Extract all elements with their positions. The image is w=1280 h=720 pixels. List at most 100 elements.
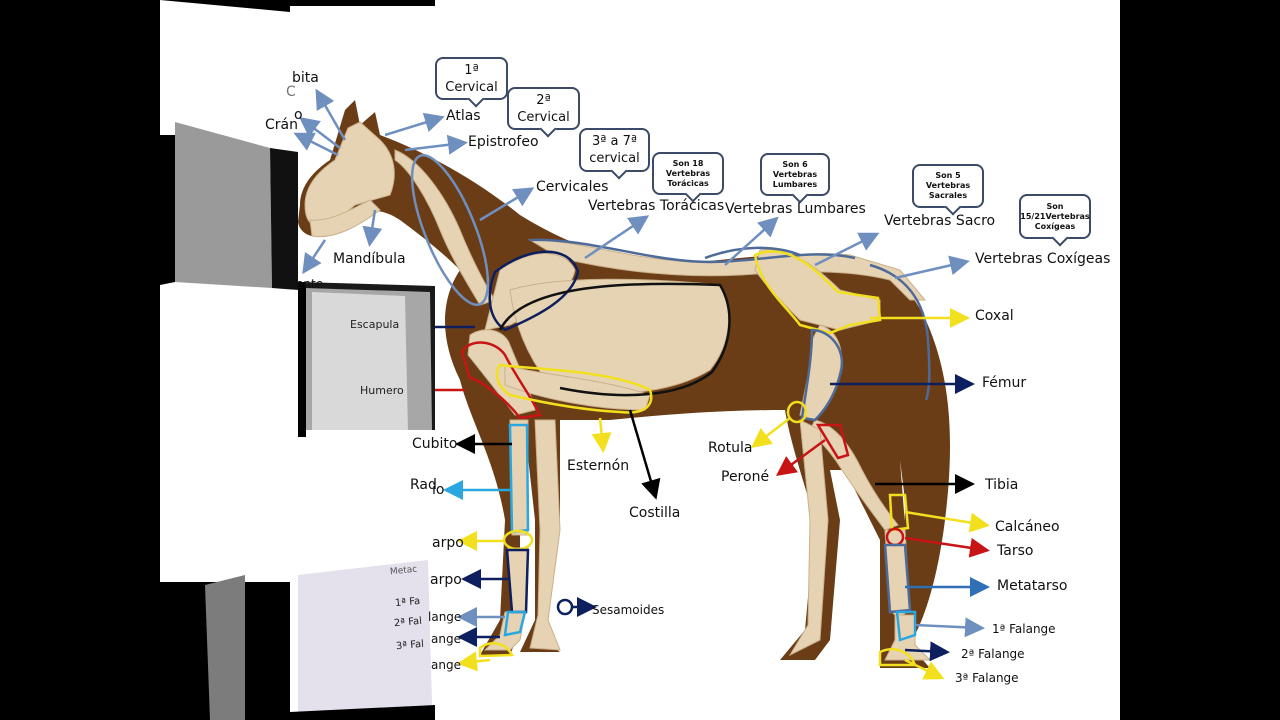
label-costilla: Costilla — [629, 505, 681, 521]
callout-text: Son 5 Vertebras — [925, 171, 971, 190]
arrow-esternon — [591, 417, 612, 453]
label-falange-a: lange — [428, 610, 462, 624]
label-falange-b: ange — [431, 632, 461, 646]
label-atlas: Atlas — [446, 108, 481, 124]
page-transition-overlay — [160, 0, 435, 720]
callout-text: Son 18 Vertebras — [665, 158, 711, 178]
label-perone: Peroné — [721, 469, 770, 485]
label-radio: Rad — [410, 477, 437, 493]
arrow-o — [299, 116, 341, 149]
label-vertebras-lumbares: Vertebras Lumbares — [725, 201, 866, 217]
humerus-outline — [460, 341, 542, 420]
callout-text: Son 6 Vertebras — [772, 159, 818, 179]
callout-text: cervical — [589, 151, 640, 166]
metatarsus-outline — [883, 543, 912, 614]
cervical-outline — [410, 153, 490, 307]
radius-outline — [508, 423, 530, 534]
label-coxal: Coxal — [975, 308, 1014, 324]
sternum-outline — [495, 363, 653, 414]
label-cubito: Cubito — [412, 436, 458, 452]
scapula-outline — [488, 250, 580, 332]
label-craneo: Crán — [265, 117, 298, 133]
arrow-atlas — [384, 112, 445, 137]
label-tarso: Tarso — [997, 543, 1034, 559]
sternum — [504, 364, 651, 411]
arrow-falange2 — [904, 641, 950, 662]
label-vertebras-toracicas: Vertebras Torácicas — [588, 198, 725, 214]
callout-3a-7a-cervical: 3ª a 7ª cervical — [579, 128, 650, 172]
label-sesamoides: Sesamoides — [592, 603, 665, 617]
callout-text: 3ª a 7ª — [591, 134, 638, 149]
panel-label-escapula: Escapula — [350, 318, 400, 331]
arrow-sacro — [814, 232, 880, 267]
label-cervicales: Cervicales — [536, 179, 609, 195]
fore-phal1-outline — [503, 610, 527, 637]
arrow-diente — [302, 239, 327, 275]
callout-text: Lumbares — [772, 179, 818, 189]
label-metacarpo: arpo — [430, 572, 462, 588]
arrow-falange1 — [914, 617, 985, 638]
left-foreleg — [529, 419, 561, 651]
label-mandibula: Mandíbula — [333, 251, 406, 267]
patella-outline — [786, 400, 808, 424]
hind-phal1-outline — [895, 610, 917, 642]
label-femur: Fémur — [982, 375, 1027, 391]
label-radio-2: io — [432, 482, 445, 498]
panel-label-humero: Humero — [360, 384, 404, 397]
arrow-perone — [775, 438, 826, 476]
callout-2a-cervical: 2ª Cervical — [507, 87, 580, 130]
arrow-coxigeas — [894, 255, 970, 280]
arrow-falange-c — [457, 651, 491, 672]
arrow-tarso — [904, 536, 990, 558]
arrow-rotula — [751, 417, 791, 449]
ribcage-outline — [498, 282, 731, 397]
femur-outline — [800, 328, 844, 422]
arrow-costilla — [628, 409, 661, 500]
label-falange2: 2ª Falange — [961, 647, 1025, 661]
label-vertebras-sacro: Vertebras Sacro — [884, 213, 996, 229]
label-falange1: 1ª Falange — [992, 622, 1056, 636]
lumbar-outline — [704, 246, 801, 260]
arrow-orbita — [315, 88, 347, 141]
label-calcaneo: Calcáneo — [995, 519, 1060, 535]
label-metatarso: Metatarso — [997, 578, 1068, 594]
callout-text: Torácicas — [667, 178, 709, 188]
arrow-falange3 — [904, 658, 945, 680]
calcaneus-outline — [888, 493, 910, 532]
coccygeal-outline — [869, 263, 931, 401]
label-orbita: bita — [292, 70, 319, 86]
fore-phal3-outline — [478, 642, 515, 658]
label-falange3: 3ª Falange — [955, 671, 1019, 685]
arrow-toracicas — [584, 215, 650, 260]
callout-text: 1ª Cervical — [445, 62, 498, 95]
fibula-outline — [815, 423, 850, 460]
callout-text: Coxígeas — [1034, 221, 1076, 231]
arrow-epistrofeo — [404, 134, 468, 155]
panel-label-falange1: 1ª Fa — [394, 595, 421, 610]
label-c-fragment: C — [286, 84, 296, 100]
thoracic-outline — [529, 238, 856, 264]
callout-1a-cervical: 1ª Cervical — [435, 57, 508, 100]
mandible — [309, 199, 381, 238]
arrow-mandibula — [362, 209, 383, 247]
skeleton — [304, 121, 932, 661]
arrow-cervicales — [479, 187, 535, 222]
arrow-calcaneo — [904, 510, 990, 533]
label-carpo: arpo — [432, 535, 464, 551]
label-tibia: Tibia — [985, 477, 1019, 493]
arrow-craneo — [293, 132, 339, 157]
arrow-lumbares — [724, 216, 779, 266]
label-rotula: Rotula — [708, 440, 753, 456]
callout-text: Son — [1046, 201, 1064, 211]
callout-text: 2ª Cervical — [517, 92, 570, 125]
label-falange-c: ange — [431, 658, 461, 672]
label-ente: ente — [296, 277, 324, 291]
label-epistrofeo: Epistrofeo — [468, 134, 539, 150]
pelvis-outline — [753, 250, 882, 335]
